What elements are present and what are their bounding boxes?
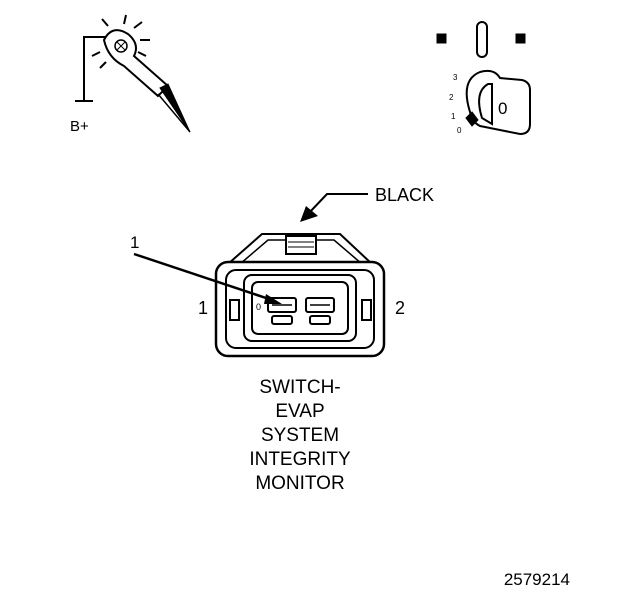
key-face-text: 0 xyxy=(498,99,507,118)
key-position-3: 3 xyxy=(453,73,458,82)
pin-1-label: 1 xyxy=(198,298,208,318)
connector-body xyxy=(214,233,386,358)
key-position-1: 1 xyxy=(451,112,456,121)
b-plus-label: B+ xyxy=(70,118,89,135)
key-position-0: 0 xyxy=(457,126,462,135)
caption-line: INTEGRITY xyxy=(249,449,351,470)
pin-callout-leader xyxy=(133,252,273,302)
pin-callout-number: 1 xyxy=(130,233,139,252)
figure-number: 2579214 xyxy=(503,570,570,589)
color-leader-line xyxy=(307,193,368,215)
ignition-key-switch-icon xyxy=(436,21,531,136)
caption-line: MONITOR xyxy=(255,473,345,494)
color-leader-arrow xyxy=(300,206,318,222)
caption-line: SYSTEM xyxy=(260,425,340,446)
caption-line: EVAP xyxy=(275,401,325,422)
connector-color-label: BLACK xyxy=(375,185,434,205)
component-caption: SWITCH- EVAP SYSTEM INTEGRITY MONITOR xyxy=(200,376,400,496)
test-light-probe-icon xyxy=(75,14,191,133)
key-position-2: 2 xyxy=(449,93,454,102)
pin-2-label: 2 xyxy=(395,298,405,318)
pin-callout-arrow xyxy=(264,294,282,304)
cavity-small-label: 0 xyxy=(256,302,261,312)
caption-line: SWITCH- xyxy=(259,377,341,398)
